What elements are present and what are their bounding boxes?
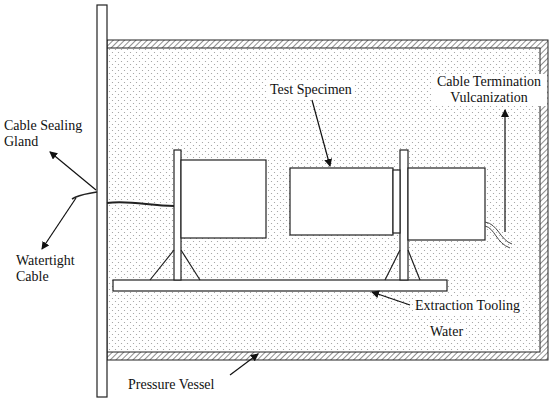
right-cylinder — [408, 168, 485, 240]
part-label: Test Specimen — [268, 82, 354, 98]
leader-line — [42, 198, 76, 249]
leader-line — [312, 100, 330, 166]
leader-line — [372, 292, 410, 305]
extraction-tooling — [113, 280, 447, 291]
specimen-collar — [393, 170, 400, 233]
end-plate — [97, 5, 107, 397]
leader-line — [504, 110, 505, 232]
leader-line — [230, 354, 258, 375]
part-label: Cable Sealing Gland — [4, 118, 96, 150]
left-cylinder — [181, 160, 266, 238]
termination-cable — [485, 222, 512, 248]
inner-cable — [107, 202, 174, 206]
part-label: Extraction Tooling — [413, 298, 522, 314]
part-label: Watertight Cable — [16, 253, 90, 285]
test-specimen — [290, 168, 393, 235]
vessel-wall — [107, 40, 548, 360]
part-label: Cable Termination Vulcanization — [431, 74, 547, 106]
leader-line — [50, 152, 96, 190]
part-label: Pressure Vessel — [128, 377, 214, 393]
part-label: Water — [428, 324, 465, 340]
